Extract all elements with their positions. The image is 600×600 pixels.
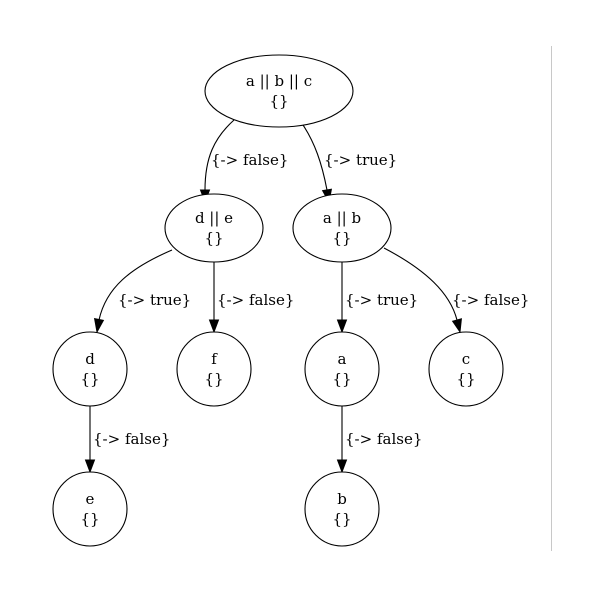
node-de-sublabel: {} <box>204 229 223 247</box>
node-e-sublabel: {} <box>80 510 99 528</box>
node-f-label: f <box>211 350 218 368</box>
node-ab: a || b {} <box>292 193 392 263</box>
edge-de-to-d <box>93 249 173 334</box>
edge-label-d-to-e: {-> false} <box>93 430 170 448</box>
edge-ab-to-a <box>336 262 348 334</box>
node-f: f {} <box>176 331 252 407</box>
node-a-sublabel: {} <box>332 370 351 388</box>
edge-de-to-f <box>208 262 220 334</box>
edge-d-to-e <box>84 406 96 474</box>
node-d-sublabel: {} <box>80 370 99 388</box>
node-root-label: a || b || c <box>246 72 312 90</box>
node-de: d || e {} <box>164 193 264 263</box>
node-b-sublabel: {} <box>332 510 351 528</box>
node-f-sublabel: {} <box>204 370 223 388</box>
node-root: a || b || c {} <box>204 54 354 128</box>
edge-label-root-to-ab: {-> true} <box>324 151 397 169</box>
node-de-label: d || e <box>195 209 233 227</box>
node-d: d {} <box>52 331 128 407</box>
node-c-label: c <box>462 350 470 368</box>
node-e-label: e <box>86 490 95 508</box>
node-ab-sublabel: {} <box>332 229 351 247</box>
node-a: a {} <box>304 331 380 407</box>
edge-label-a-to-b: {-> false} <box>345 430 422 448</box>
node-root-sublabel: {} <box>269 92 288 110</box>
node-c-sublabel: {} <box>456 370 475 388</box>
edge-label-ab-to-c: {-> false} <box>452 291 529 309</box>
node-a-label: a <box>338 350 347 368</box>
edge-label-de-to-d: {-> true} <box>118 291 191 309</box>
node-b-label: b <box>337 490 347 508</box>
edge-ab-to-c <box>383 247 462 334</box>
node-b: b {} <box>304 471 380 547</box>
edge-label-root-to-de: {-> false} <box>211 151 288 169</box>
node-d-label: d <box>85 350 95 368</box>
edge-label-ab-to-a: {-> true} <box>345 291 418 309</box>
node-e: e {} <box>52 471 128 547</box>
edge-a-to-b <box>336 406 348 474</box>
node-c: c {} <box>428 331 504 407</box>
node-ab-label: a || b <box>323 209 361 227</box>
edge-label-de-to-f: {-> false} <box>217 291 294 309</box>
